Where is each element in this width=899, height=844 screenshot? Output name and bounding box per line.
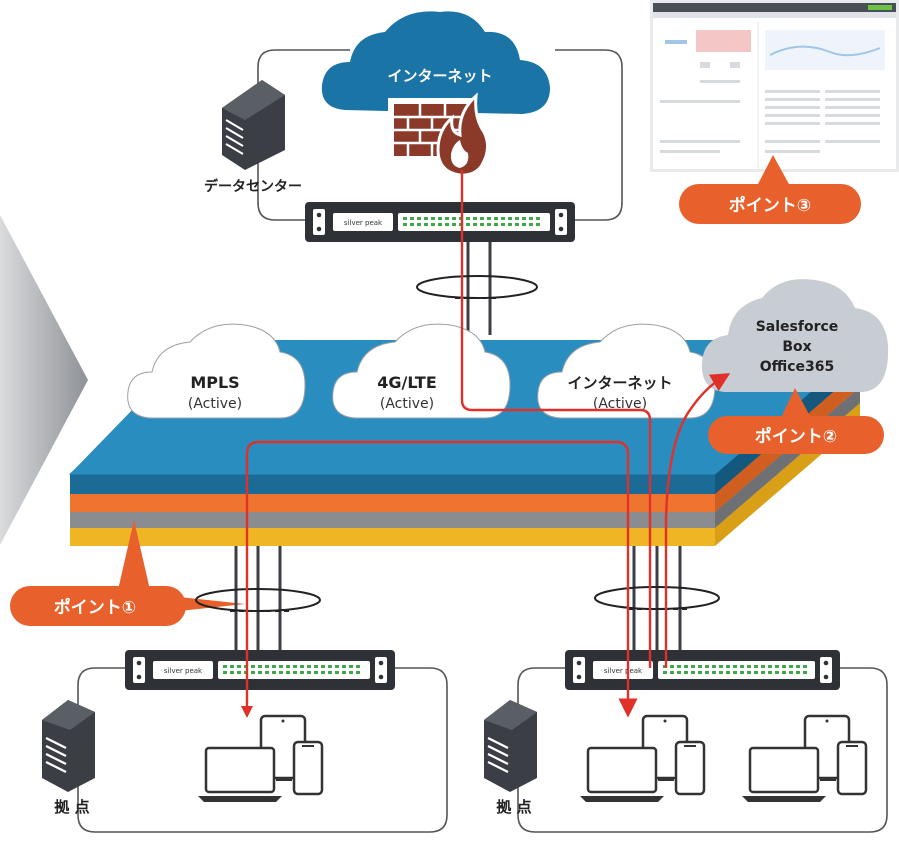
device-set-3 bbox=[742, 714, 868, 802]
saas-line-3: Office365 bbox=[760, 359, 835, 375]
lte-cloud bbox=[332, 323, 511, 419]
saas-breakout-path bbox=[664, 373, 731, 668]
lte-status: (Active) bbox=[380, 396, 434, 412]
device-set-1 bbox=[198, 714, 324, 802]
point-1-callout bbox=[10, 520, 245, 626]
phone-icon bbox=[292, 740, 324, 796]
appliance-brand-left: silver peak bbox=[164, 667, 203, 675]
mpls-cloud bbox=[127, 323, 306, 419]
branch-right-bracket bbox=[517, 667, 888, 833]
dashboard-thumbnail bbox=[650, 0, 899, 172]
branch-left-arrowhead bbox=[241, 706, 253, 718]
firewall-icon bbox=[388, 92, 489, 177]
laptop-icon bbox=[742, 746, 826, 802]
mpls-label: MPLS bbox=[190, 373, 239, 392]
branch-left-appliance: silver peak bbox=[125, 650, 395, 690]
branch-right-label: 拠 点 bbox=[496, 798, 531, 816]
phone-icon bbox=[674, 740, 706, 796]
point-1-label: ポイント① bbox=[54, 597, 136, 618]
internet-cloud bbox=[321, 11, 550, 114]
mpls-status: (Active) bbox=[188, 396, 242, 412]
link-aggregation-top bbox=[416, 275, 538, 299]
branch-right-appliance: silver peak bbox=[565, 650, 840, 690]
transition-chevron bbox=[0, 215, 88, 545]
datacenter-label: データセンター bbox=[204, 178, 302, 195]
lte-label: 4G/LTE bbox=[377, 373, 437, 392]
appliance-brand-right: silver peak bbox=[604, 667, 643, 675]
internet-wan-label: インターネット bbox=[567, 374, 672, 392]
point-3-label: ポイント③ bbox=[729, 195, 811, 216]
datacenter-appliance: silver peak bbox=[305, 202, 575, 242]
saas-line-2: Box bbox=[782, 339, 811, 355]
flame-icon bbox=[436, 92, 489, 177]
phone-icon bbox=[836, 740, 868, 796]
branch-left-building-icon bbox=[42, 700, 95, 792]
branch-to-branch-path bbox=[245, 440, 638, 718]
point-2-callout bbox=[708, 388, 884, 454]
branch-left-bracket bbox=[77, 667, 448, 833]
device-set-2 bbox=[580, 714, 706, 802]
internet-path bbox=[460, 170, 652, 668]
branch-right-building-icon bbox=[484, 700, 537, 792]
saas-cloud bbox=[701, 279, 889, 392]
point-2-label: ポイント② bbox=[755, 426, 837, 447]
saas-line-1: Salesforce bbox=[756, 319, 839, 335]
branch-left-label: 拠 点 bbox=[54, 798, 89, 816]
appliance-brand-top: silver peak bbox=[344, 219, 383, 227]
laptop-icon bbox=[198, 746, 282, 802]
point-3-callout bbox=[679, 155, 861, 224]
internet-cloud-label: インターネット bbox=[387, 67, 492, 85]
internet-wan-status: (Active) bbox=[593, 396, 647, 412]
datacenter-building-icon bbox=[222, 80, 285, 170]
laptop-icon bbox=[580, 746, 664, 802]
